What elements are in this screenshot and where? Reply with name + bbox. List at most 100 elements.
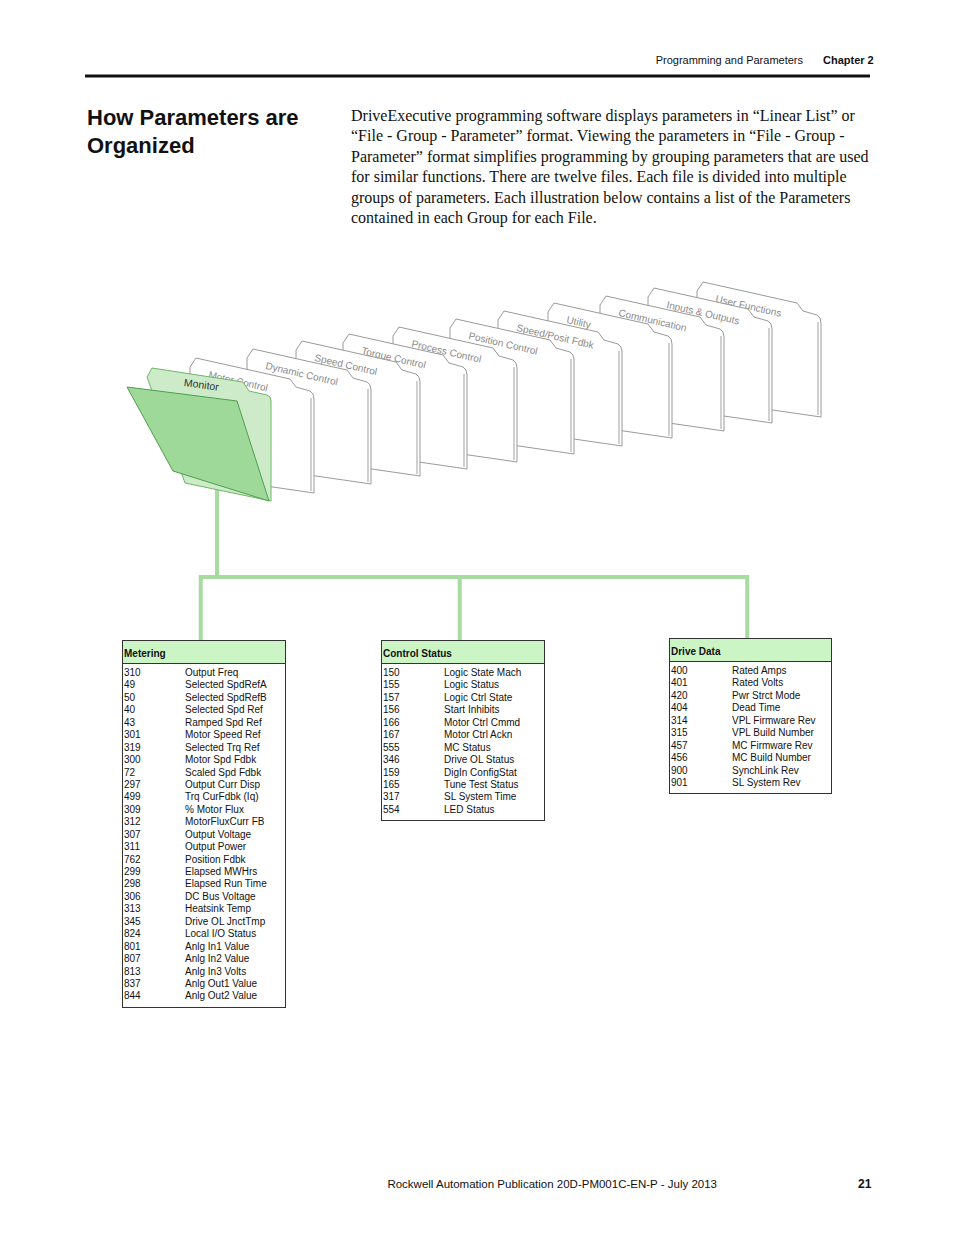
parameter-row: 555MC Status [382, 742, 544, 754]
parameter-row: 50Selected SpdRefB [123, 692, 285, 704]
parameter-name: Logic State Mach [444, 667, 521, 678]
folder-edge [668, 343, 670, 436]
parameter-number: 157 [382, 692, 444, 704]
parameter-row: 49Selected SpdRefA [123, 679, 285, 691]
parameter-number: 762 [123, 854, 185, 866]
parameter-name: Output Voltage [185, 829, 251, 840]
parameter-number: 40 [123, 704, 185, 716]
parameter-row: 457MC Firmware Rev [670, 740, 831, 752]
parameter-number: 315 [670, 727, 732, 739]
parameter-row: 312MotorFluxCurr FB [123, 816, 285, 828]
header-rule [85, 75, 870, 78]
parameter-name: Anlg In2 Value [185, 953, 249, 964]
parameter-number: 299 [123, 866, 185, 878]
folder-edge [618, 351, 620, 444]
parameter-row: 499Trq CurFdbk (Iq) [123, 791, 285, 803]
group-rows: 150Logic State Mach155Logic Status157Log… [382, 664, 544, 816]
group-header-band: Control Status [382, 641, 544, 664]
tree-connector [201, 483, 217, 640]
parameter-name: LED Status [444, 804, 495, 815]
parameter-row: 346Drive OL Status [382, 754, 544, 766]
parameter-row: 801Anlg In1 Value [123, 941, 285, 953]
parameter-row: 299Elapsed MWHrs [123, 866, 285, 878]
folder-edge [367, 389, 369, 482]
parameter-row: 901SL System Rev [670, 777, 831, 789]
parameter-name: Heatsink Temp [185, 903, 251, 914]
parameter-name: % Motor Flux [185, 804, 244, 815]
parameter-name: Anlg In1 Value [185, 941, 249, 952]
group-header-band: Drive Data [670, 639, 831, 662]
parameter-name: DC Bus Voltage [185, 891, 256, 902]
parameter-name: MC Build Number [732, 752, 811, 763]
parameter-row: 167Motor Ctrl Ackn [382, 729, 544, 741]
parameter-number: 900 [670, 765, 732, 777]
folder-edge [310, 398, 312, 491]
parameter-number: 43 [123, 717, 185, 729]
parameter-row: 813Anlg In3 Volts [123, 966, 285, 978]
folder-edge [720, 336, 722, 429]
parameter-row: 319Selected Trq Ref [123, 742, 285, 754]
parameter-name: Selected SpdRefA [185, 679, 267, 690]
parameter-number: 457 [670, 740, 732, 752]
parameter-number: 801 [123, 941, 185, 953]
open-file-folder: Monitor [125, 365, 273, 503]
parameter-row: 807Anlg In2 Value [123, 953, 285, 965]
parameter-name: Drive OL Status [444, 754, 514, 765]
parameter-name: MotorFluxCurr FB [185, 816, 264, 827]
parameter-name: Anlg In3 Volts [185, 966, 246, 977]
intro-paragraph: DriveExecutive programming software disp… [351, 106, 873, 228]
parameter-row: 72Scaled Spd Fdbk [123, 767, 285, 779]
parameter-number: 837 [123, 978, 185, 990]
parameter-row: 155Logic Status [382, 679, 544, 691]
parameter-name: Output Freq [185, 667, 238, 678]
folder-edge [513, 367, 515, 460]
parameter-row: 837Anlg Out1 Value [123, 978, 285, 990]
parameter-number: 400 [670, 665, 732, 677]
page-number: 21 [858, 1177, 871, 1191]
parameter-name: Scaled Spd Fdbk [185, 767, 261, 778]
folder-edge [768, 328, 770, 421]
parameter-name: Motor Spd Fdbk [185, 754, 256, 765]
parameter-name: Selected Spd Ref [185, 704, 263, 715]
parameter-number: 300 [123, 754, 185, 766]
parameter-row: 554LED Status [382, 804, 544, 816]
parameter-name: SL System Time [444, 791, 516, 802]
parameter-name: Motor Speed Ref [185, 729, 261, 740]
parameter-number: 317 [382, 791, 444, 803]
parameter-number: 307 [123, 829, 185, 841]
folder-edge [416, 381, 418, 474]
parameter-row: 345Drive OL JnctTmp [123, 916, 285, 928]
parameter-name: VPL Firmware Rev [732, 715, 816, 726]
footer-publication: Rockwell Automation Publication 20D-PM00… [387, 1177, 717, 1191]
parameter-name: MC Status [444, 742, 491, 753]
parameter-number: 554 [382, 804, 444, 816]
parameter-number: 72 [123, 767, 185, 779]
parameter-number: 165 [382, 779, 444, 791]
parameter-number: 155 [382, 679, 444, 691]
parameter-number: 166 [382, 717, 444, 729]
parameter-row: 156Start Inhibits [382, 704, 544, 716]
folder-body [697, 282, 821, 417]
parameter-row: 315VPL Build Number [670, 727, 831, 739]
group-table: Drive Data400Rated Amps401Rated Volts420… [669, 638, 832, 794]
parameter-row: 824Local I/O Status [123, 928, 285, 940]
group-heading: Metering [124, 648, 166, 659]
parameter-number: 298 [123, 878, 185, 890]
parameter-row: 400Rated Amps [670, 665, 831, 677]
parameter-name: Tune Test Status [444, 779, 519, 790]
parameter-name: Logic Ctrl State [444, 692, 512, 703]
parameter-number: 301 [123, 729, 185, 741]
parameter-number: 309 [123, 804, 185, 816]
parameter-row: 311Output Power [123, 841, 285, 853]
parameter-number: 901 [670, 777, 732, 789]
parameter-number: 156 [382, 704, 444, 716]
group-heading: Control Status [383, 648, 452, 659]
parameter-name: SynchLink Rev [732, 765, 799, 776]
parameter-name: Drive OL JnctTmp [185, 916, 265, 927]
group-table: Control Status 150Logic State Mach155Logi… [381, 640, 545, 821]
parameter-name: VPL Build Number [732, 727, 814, 738]
parameter-row: 309% Motor Flux [123, 804, 285, 816]
parameter-row: 298Elapsed Run Time [123, 878, 285, 890]
